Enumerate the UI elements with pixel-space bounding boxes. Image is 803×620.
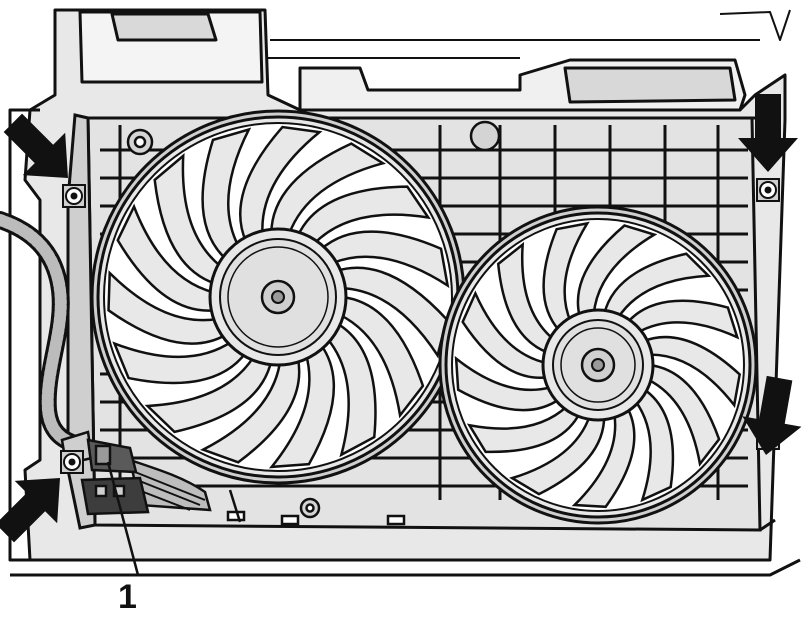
fan-blade: [338, 295, 425, 419]
small-fan: [438, 205, 758, 525]
fan-blade: [268, 342, 336, 469]
direction-arrow: [3, 113, 68, 178]
fan-blade: [625, 299, 740, 340]
fan-blade: [116, 203, 217, 312]
fan-blade: [319, 230, 450, 289]
fan-blade: [325, 321, 377, 458]
fan-blade: [466, 404, 582, 454]
callout-label-1: 1: [118, 578, 137, 616]
fan-blade: [153, 153, 223, 286]
direction-arrow: [0, 478, 60, 543]
wiring-harness: [0, 211, 212, 512]
mounting-bolt: [756, 178, 780, 202]
fan-blade: [144, 354, 273, 434]
large-fan: [90, 109, 466, 485]
fan-blade: [496, 241, 556, 355]
fan-blade: [641, 335, 742, 409]
fan-blade: [461, 290, 550, 380]
fan-blade: [112, 339, 248, 385]
direction-arrow: [738, 94, 798, 172]
fan-blade: [645, 363, 721, 467]
fan-blade: [334, 266, 448, 359]
mounting-bolt: [62, 184, 86, 208]
fan-blade: [509, 414, 606, 496]
fans: [90, 109, 758, 525]
fan-blade: [107, 270, 228, 345]
fan-blade: [633, 386, 675, 503]
fan-blade: [200, 356, 301, 464]
fan-blade: [576, 224, 658, 319]
mounting-bolt: [60, 450, 84, 474]
fan-blade: [201, 127, 252, 262]
fan-blade: [571, 405, 636, 509]
connector-1: [60, 430, 150, 516]
fan-blade: [602, 252, 712, 320]
fan-blade: [296, 185, 431, 246]
direction-arrow: [742, 375, 802, 455]
fan-blade: [270, 142, 387, 236]
direction-arrows: [0, 94, 802, 543]
shroud-details: [126, 120, 501, 526]
fan-blade: [454, 355, 562, 412]
fan-blade: [542, 221, 590, 333]
fan-blade: [239, 125, 323, 244]
callout-leader-line: [106, 461, 140, 576]
